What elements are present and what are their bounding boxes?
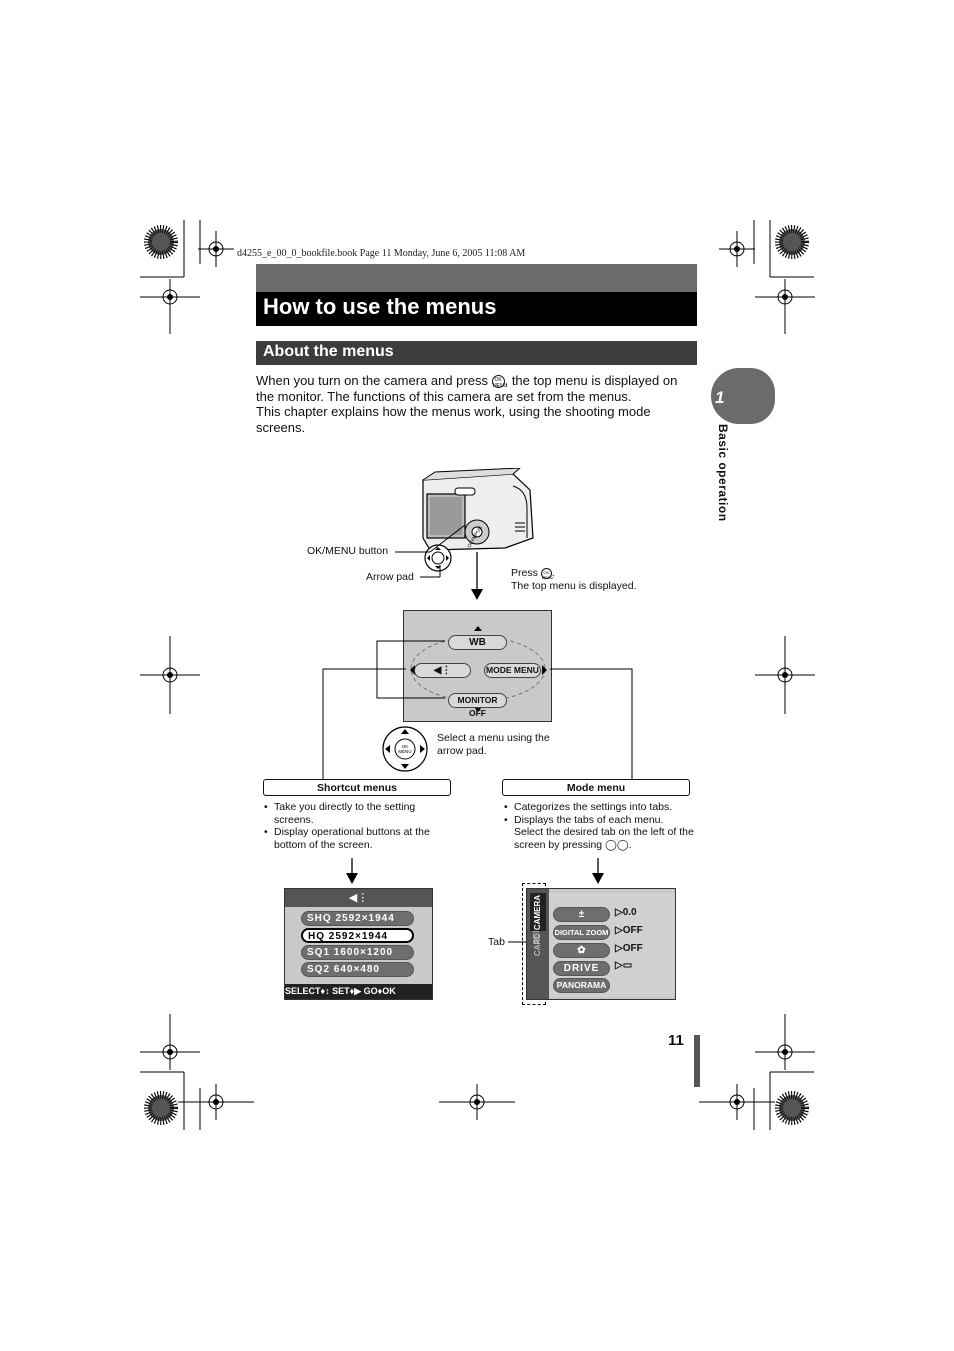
shortcut-menus-title: Shortcut menus [263, 779, 451, 796]
shortcut-bullets: Take you directly to the setting screens… [264, 801, 449, 851]
svg-text:MENU: MENU [398, 749, 411, 754]
monitor-off-item[interactable]: MONITOR OFF [448, 693, 507, 718]
ok-menu-button-label: OK/MENU button [307, 545, 389, 557]
svg-text:OK: OK [402, 744, 409, 749]
intro-line2: This chapter explains how the menus work… [256, 404, 651, 435]
down-arrow [346, 858, 358, 884]
page-number: 11 [668, 1032, 684, 1049]
mode-bullets: Categorizes the settings into tabs. Disp… [504, 801, 694, 851]
shortcut-icon: ◀⋮ [433, 665, 452, 676]
exposure-item[interactable]: ± [553, 907, 610, 922]
list-item: Display operational buttons at the botto… [264, 826, 449, 851]
tab-card[interactable]: CARD [533, 933, 542, 957]
arrow-up-down-icon: ◯◯ [605, 838, 629, 851]
down-arrow [592, 858, 604, 884]
digital-zoom-item[interactable]: DIGITAL ZOOM [553, 925, 610, 940]
camera-illustration: OLYMPUS [422, 468, 534, 551]
panorama-item[interactable]: PANORAMA [553, 978, 610, 993]
section-title: About the menus [263, 343, 394, 360]
menu-option[interactable]: SHQ 2592×1944 [301, 911, 414, 926]
arrow-pad-icon: OK MENU [382, 726, 428, 772]
exposure-value: ▷0.0 [615, 907, 637, 918]
list-item: Take you directly to the setting screens… [264, 801, 449, 826]
macro-item[interactable]: ✿ [553, 943, 610, 958]
shortcut-menu-item[interactable]: ◀⋮ [414, 663, 471, 678]
print-header: d4255_e_00_0_bookfile.book Page 11 Monda… [237, 248, 526, 259]
intro-line1-after: , the top menu is displayed on the monit… [256, 373, 678, 404]
intro-line1-before: When you turn on the camera and press [256, 373, 488, 388]
chapter-tab [711, 368, 775, 424]
macro-value: ▷OFF [615, 943, 643, 954]
tab-pointer [508, 941, 526, 943]
top-menu-note: The top menu is displayed. [511, 580, 637, 592]
digital-zoom-value: ▷OFF [615, 925, 643, 936]
chapter-label: Basic operation [716, 424, 730, 522]
tab-camera-active[interactable]: CAMERA [530, 893, 546, 931]
shortcut-screen: ◀⋮ SHQ 2592×1944 HQ 2592×1944 SQ1 1600×1… [284, 888, 433, 1000]
connector-lines [322, 640, 633, 780]
menu-option[interactable]: SQ2 640×480 [301, 962, 414, 977]
section-bar [256, 341, 697, 365]
menu-option[interactable]: SQ1 1600×1200 [301, 945, 414, 960]
mode-menu-item[interactable]: MODE MENU [484, 663, 541, 678]
arrow-pad-callout [424, 544, 452, 572]
shortcut-screen-header: ◀⋮ [285, 889, 432, 907]
shortcut-icon: ◀⋮ [348, 892, 369, 904]
select-note: Select a menu using the arrow pad. [437, 732, 550, 757]
drive-value: ▷▭ [615, 960, 633, 971]
down-arrow [471, 552, 483, 600]
drive-item[interactable]: DRIVE [553, 961, 610, 976]
chapter-number: 1 [715, 388, 725, 407]
mode-menu-screen: SET CAMERA CARD ± ▷0.0 DIGITAL ZOOM ▷OFF… [526, 888, 676, 1000]
callout-lines [395, 524, 466, 578]
arrow-pad-label: Arrow pad [366, 571, 414, 583]
page-bar [694, 1035, 700, 1087]
list-item: Categorizes the settings into tabs. [504, 801, 694, 814]
tab-label: Tab [488, 936, 505, 948]
shortcut-status-bar: SELECT♦↕ SET♦▶ GO♦OK [285, 984, 432, 999]
intro-text: When you turn on the camera and press OK… [256, 373, 698, 435]
page-title: How to use the menus [263, 294, 497, 319]
menu-option-selected[interactable]: HQ 2592×1944 [301, 928, 414, 943]
list-item: Displays the tabs of each menu. Select t… [504, 814, 694, 852]
mode-menu-title: Mode menu [502, 779, 690, 796]
wb-menu-item[interactable]: WB [448, 635, 507, 650]
title-bar [256, 292, 697, 326]
top-menu-screen: WB ◀⋮ MODE MENU MONITOR OFF [403, 610, 552, 722]
